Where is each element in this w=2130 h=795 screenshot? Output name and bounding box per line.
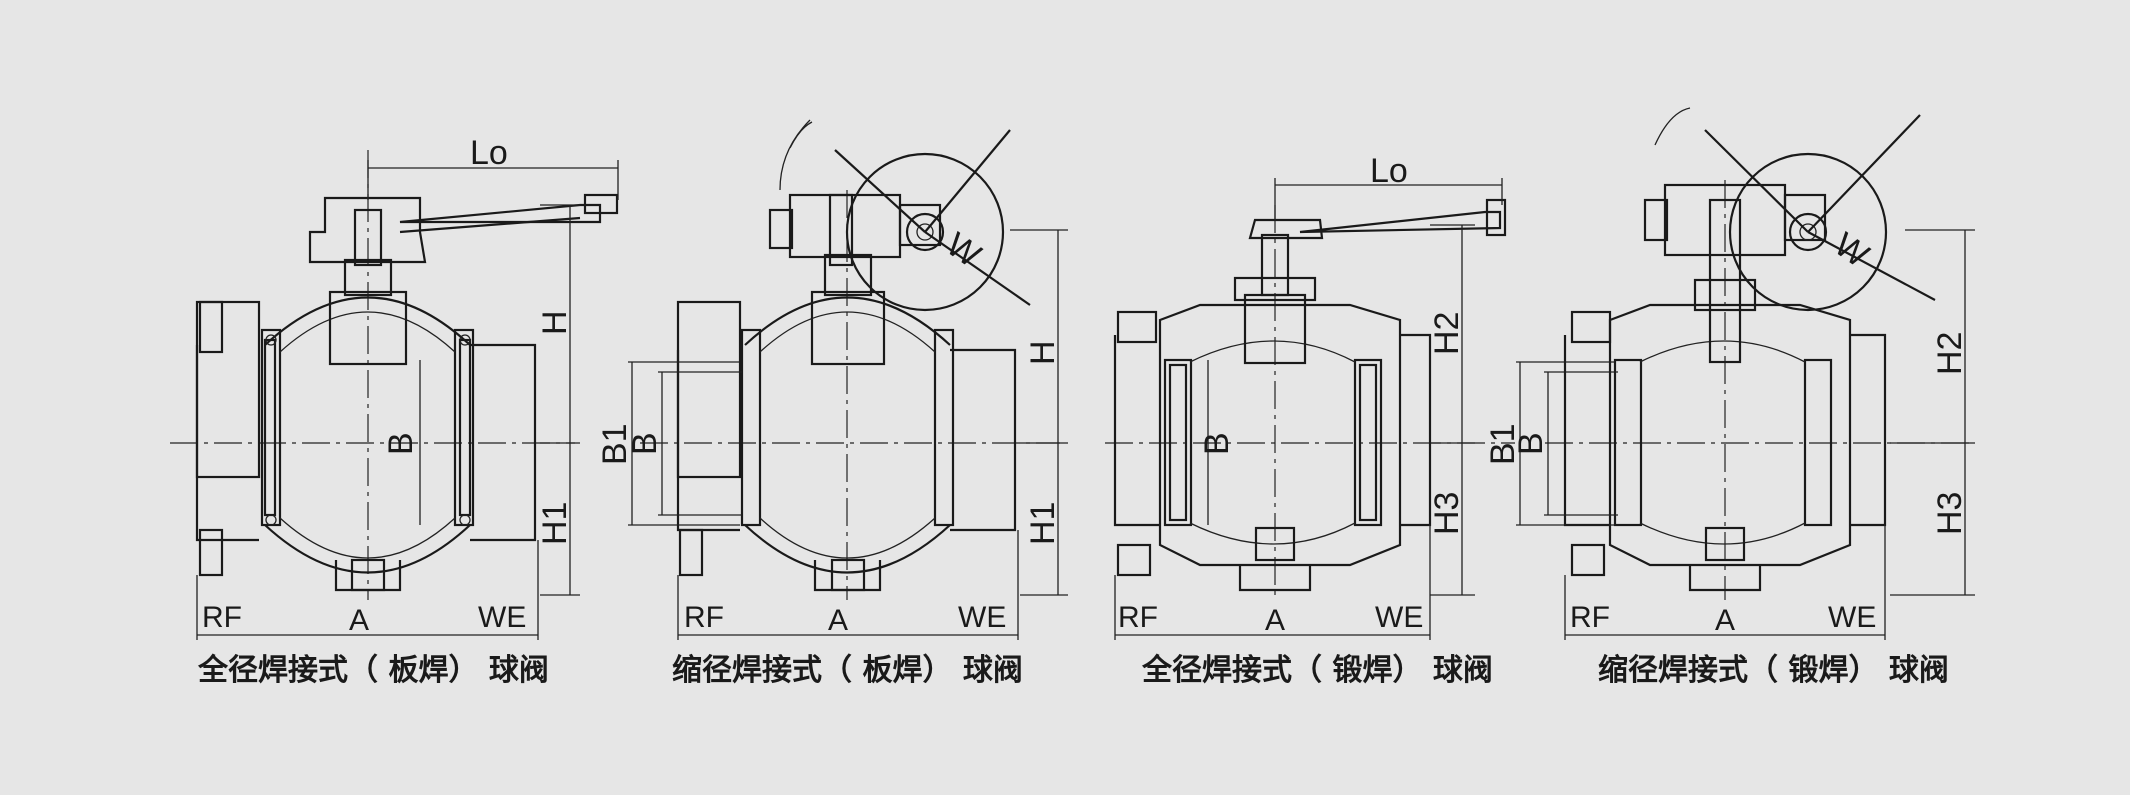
b-dimension-label: B xyxy=(1198,432,1236,455)
h1-dimension-label: H1 xyxy=(536,502,574,545)
figure-caption: 全径焊接式（ 锻焊） 球阀 xyxy=(1141,653,1493,688)
we-end-label: WE xyxy=(478,601,526,634)
figure-full-bore-forged-welded: Lo H2 H3 B RF A WE 全径焊接式（ 锻焊） 球阀 xyxy=(1105,152,1515,688)
we-end-label: WE xyxy=(958,601,1006,634)
a-dimension-label: A xyxy=(349,604,369,637)
b1-dimension-label: B1 xyxy=(596,423,634,465)
a-dimension-label: A xyxy=(1265,604,1285,637)
figure-reduced-bore-forged-welded: W H2 H3 B1 B RF A WE 缩径焊接式（ 锻焊） 球阀 xyxy=(1484,107,1975,688)
h1-dimension-label: H1 xyxy=(1024,502,1062,545)
b-dimension-label: B xyxy=(1512,432,1550,455)
h2-dimension-label: H2 xyxy=(1931,332,1969,375)
valve-body-drawing xyxy=(170,150,619,600)
lo-dimension-label: Lo xyxy=(1370,152,1408,190)
h-dimension-label: H xyxy=(536,310,574,335)
a-dimension-label: A xyxy=(1715,604,1735,637)
h-dimension-label: H xyxy=(1024,340,1062,365)
we-end-label: WE xyxy=(1828,601,1876,634)
w-dimension-label: W xyxy=(939,225,987,275)
h2-dimension-label: H2 xyxy=(1428,312,1466,355)
rf-end-label: RF xyxy=(1570,601,1610,634)
rf-end-label: RF xyxy=(1118,601,1158,634)
b1-dimension-label: B1 xyxy=(1484,423,1522,465)
figure-full-bore-plate-welded: Lo H H1 B RF A WE 全径焊接式（ 板焊） 球阀 xyxy=(170,134,619,688)
valve-body-drawing xyxy=(640,119,1060,600)
b-dimension-label: B xyxy=(382,432,420,455)
b-dimension-label: B xyxy=(626,432,664,455)
a-dimension-label: A xyxy=(828,604,848,637)
figure-reduced-bore-plate-welded: W H H1 B1 B RF A WE 缩径焊接式（ 板焊） 球阀 xyxy=(596,119,1068,688)
w-dimension-label: W xyxy=(1827,225,1875,275)
dimension-lines xyxy=(196,160,619,640)
dimension-lines xyxy=(628,229,1068,640)
figure-caption: 缩径焊接式（ 锻焊） 球阀 xyxy=(1598,653,1949,688)
valve-body-drawing xyxy=(1105,198,1515,600)
rf-end-label: RF xyxy=(202,601,242,634)
figure-caption: 缩径焊接式（ 板焊） 球阀 xyxy=(672,653,1023,688)
we-end-label: WE xyxy=(1375,601,1423,634)
h3-dimension-label: H3 xyxy=(1428,492,1466,535)
dimension-lines xyxy=(1516,229,1975,640)
dimension-lines xyxy=(1114,178,1503,640)
figure-caption: 全径焊接式（ 板焊） 球阀 xyxy=(197,653,549,688)
lo-dimension-label: Lo xyxy=(470,134,508,172)
h3-dimension-label: H3 xyxy=(1931,492,1969,535)
valve-body-drawing xyxy=(1545,107,1975,600)
rf-end-label: RF xyxy=(684,601,724,634)
